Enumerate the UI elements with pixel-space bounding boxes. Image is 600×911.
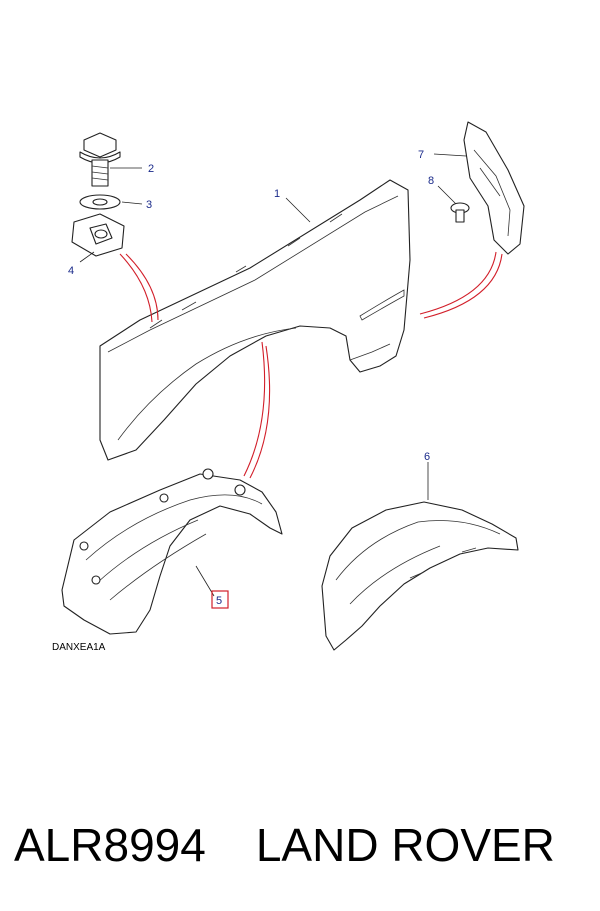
washer-part [79, 194, 121, 210]
part-caption: ALR8994 LAND ROVER [0, 800, 600, 890]
leader-lines [79, 153, 467, 597]
callout-8: 8 [428, 175, 434, 187]
rear-wheel-arch-liner-part [321, 501, 519, 651]
callout-2: 2 [148, 163, 154, 175]
brand-name: LAND ROVER [255, 819, 555, 871]
bolt-part [79, 132, 121, 187]
callout-4: 4 [68, 265, 74, 277]
callout-1: 1 [274, 188, 280, 200]
callout-6: 6 [424, 451, 430, 463]
front-fender-part [99, 179, 411, 461]
callout-3: 3 [146, 199, 152, 211]
exploded-parts-diagram: 1 2 3 4 5 6 7 8 DANXEA1A [52, 121, 525, 653]
front-wheel-arch-liner-part [61, 468, 283, 635]
callout-7: 7 [418, 149, 424, 161]
callout-5: 5 [216, 595, 222, 607]
diagram-code-label: DANXEA1A [52, 642, 106, 653]
part-number: ALR8994 [14, 819, 206, 871]
assembly-link-lines [119, 251, 503, 479]
push-clip-part [450, 202, 470, 223]
clip-nut-part [71, 213, 125, 257]
callout-5-highlight-box [211, 590, 229, 609]
fender-bracket-part [463, 121, 525, 255]
